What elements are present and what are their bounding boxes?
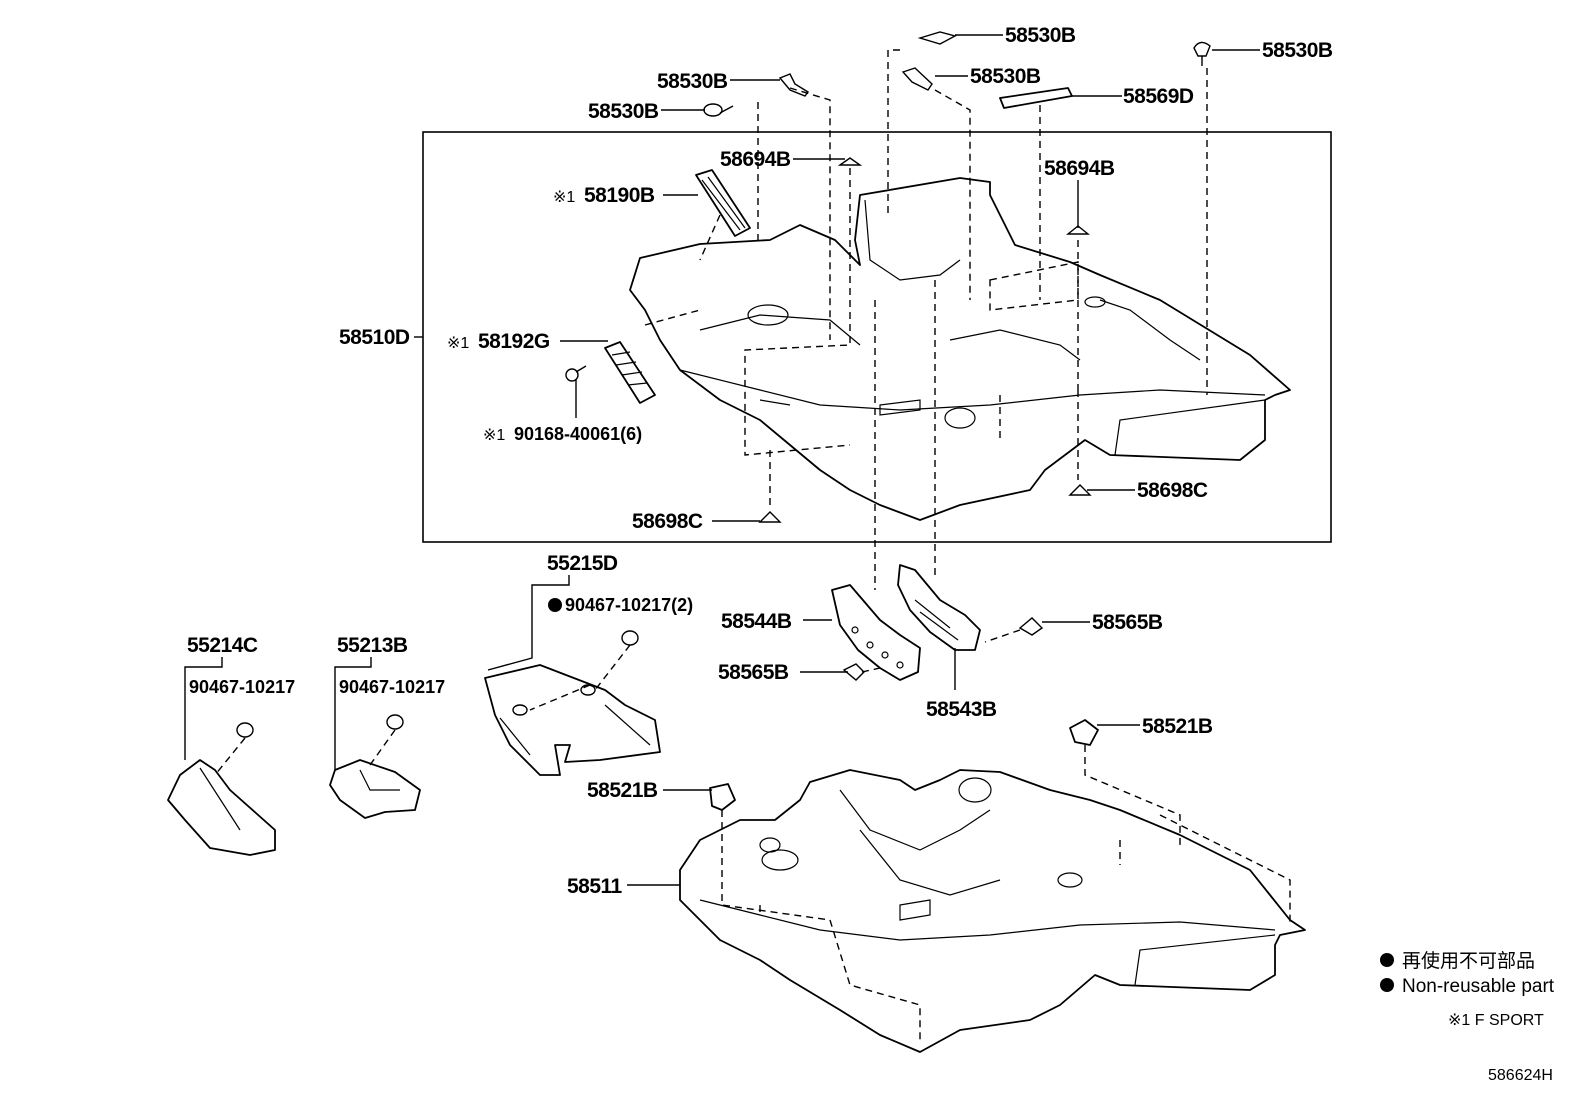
label-58511: 58511	[567, 875, 623, 898]
label-58694B-b: 58694B	[1044, 157, 1115, 180]
label-58698C-a: 58698C	[632, 510, 703, 533]
legend-dot-jp-icon	[1380, 953, 1394, 967]
pedal-pad-58190B	[695, 169, 751, 237]
clip-58521B-right-icon	[1069, 719, 1099, 746]
label-55214C: 55214C	[187, 634, 258, 657]
legend-dot-en-icon	[1380, 978, 1394, 992]
screw-58530B-d-icon	[901, 67, 933, 91]
footrest-58192G	[604, 341, 656, 404]
label-58521B-a: 58521B	[1142, 715, 1213, 738]
label-58543B: 58543B	[926, 698, 997, 721]
label-55215D: 55215D	[547, 552, 618, 575]
label-90467-10217-b: 90467-10217	[339, 677, 445, 697]
clip-58698C-left-icon	[758, 511, 782, 523]
screw-90168-icon	[565, 365, 587, 382]
label-58192G: 58192G	[478, 330, 550, 353]
label-58530B-b: 58530B	[588, 100, 659, 123]
label-58530B-c: 58530B	[1005, 24, 1076, 47]
legend-non-reusable-jp: 再使用不可部品	[1402, 950, 1535, 972]
label-90467-10217-a: 90467-10217	[189, 677, 295, 697]
floor-carpet-58510D	[629, 177, 1291, 521]
clip-58694B-right-icon	[1066, 225, 1090, 235]
insulator-55214C	[167, 759, 276, 856]
label-90168-mark: ※1	[483, 427, 505, 444]
screw-58530B-a-icon	[778, 73, 810, 97]
label-58569D: 58569D	[1123, 85, 1194, 108]
insulator-55215D	[484, 664, 661, 776]
label-58530B-e: 58530B	[1262, 39, 1333, 62]
label-90467-10217-2: 90467-10217(2)	[565, 595, 693, 615]
label-58190B-mark: ※1	[553, 189, 575, 206]
clip-58521B-left-icon	[709, 783, 736, 811]
screw-58530B-c-icon	[917, 31, 957, 45]
label-58192G-mark: ※1	[447, 335, 469, 352]
label-58510D: 58510D	[339, 326, 410, 349]
label-58698C-b: 58698C	[1137, 479, 1208, 502]
label-58521B-b: 58521B	[587, 779, 658, 802]
clip-90467-55214C-icon	[236, 722, 254, 738]
clip-58698C-right-icon	[1068, 484, 1092, 496]
clip-58694B-left-icon	[837, 157, 863, 166]
trim-58569D-icon	[999, 87, 1073, 109]
bracket-58544B	[831, 584, 921, 681]
label-58694B-a: 58694B	[720, 148, 791, 171]
label-58530B-a: 58530B	[657, 70, 728, 93]
diagram-id: 586624H	[1488, 1067, 1553, 1084]
insulator-55213B	[329, 759, 421, 819]
non-reusable-dot-icon	[548, 598, 562, 612]
clip-90467-55213B-icon	[386, 714, 404, 730]
label-90168-40061: 90168-40061(6)	[514, 424, 642, 444]
label-58544B: 58544B	[721, 610, 792, 633]
label-58565B-b: 58565B	[718, 661, 789, 684]
clip-58565B-right-icon	[1018, 617, 1044, 636]
legend-non-reusable-en: Non-reusable part	[1402, 976, 1555, 997]
legend-f-sport-note: ※1 F SPORT	[1448, 1012, 1544, 1029]
label-55213B: 55213B	[337, 634, 408, 657]
floor-silencer-58511	[679, 769, 1306, 1053]
clip-58530B-e-icon	[1193, 41, 1211, 66]
label-58190B: 58190B	[584, 184, 655, 207]
label-58565B-a: 58565B	[1092, 611, 1163, 634]
bracket-58543B	[897, 564, 981, 651]
label-58530B-d: 58530B	[970, 65, 1041, 88]
clip-90467-55215D-icon	[621, 630, 639, 646]
clip-58530B-b-icon	[703, 103, 734, 117]
